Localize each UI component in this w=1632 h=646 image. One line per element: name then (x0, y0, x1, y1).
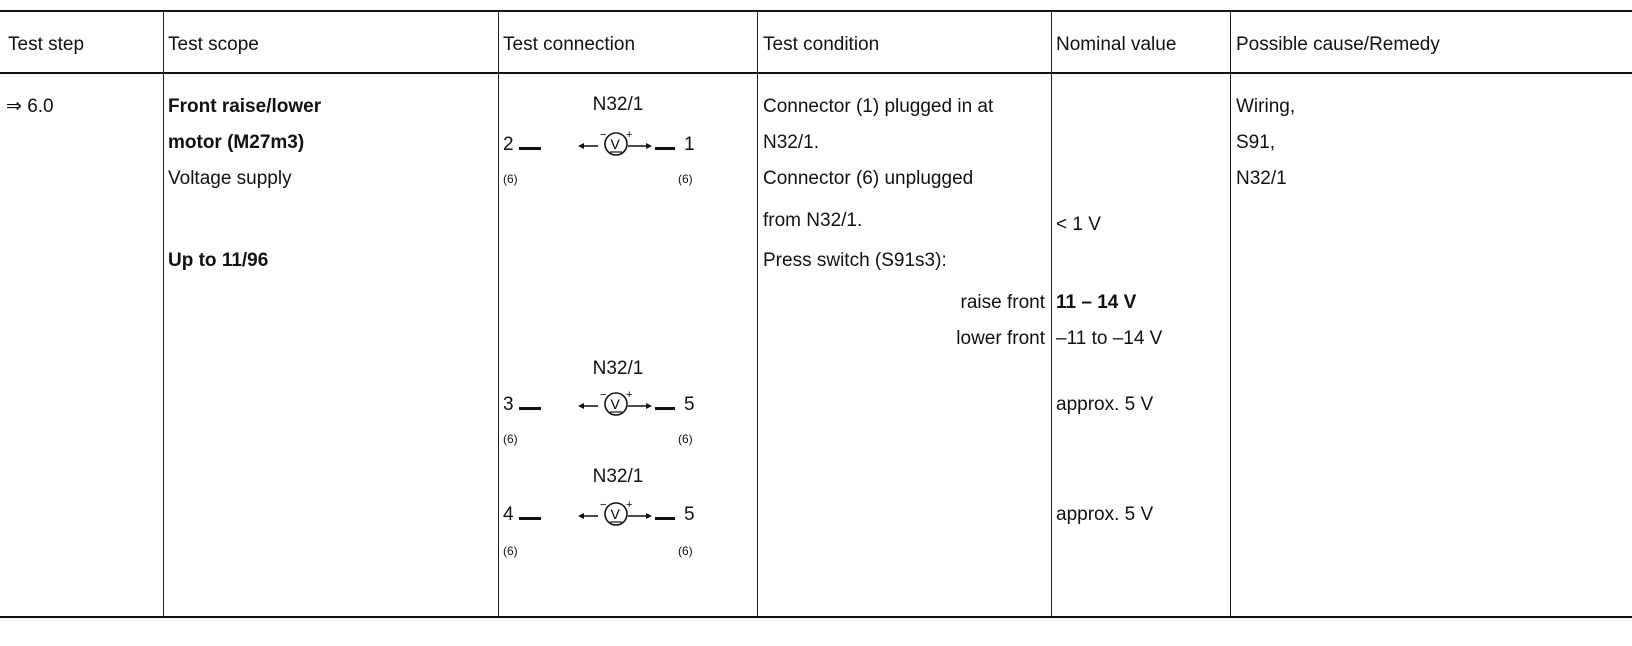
col-divider-2 (498, 12, 499, 616)
connection-2-conn-left: (6) (503, 432, 518, 446)
voltmeter-1-icon: − V + (578, 130, 652, 156)
header-test-condition: Test condition (763, 34, 880, 55)
svg-text:−: − (600, 130, 606, 141)
nominal-value-3: –11 to –14 V (1056, 328, 1163, 349)
scope-title-line1: Front raise/lower (168, 96, 322, 117)
condition-raise-front: raise front (960, 292, 1045, 313)
condition-line-1: Connector (1) plugged in at (763, 96, 994, 117)
svg-text:−: − (600, 390, 606, 401)
header-bottom-rule (0, 72, 1632, 74)
table-bottom-rule (0, 616, 1632, 618)
connection-3-pin-left: 4 (503, 504, 514, 525)
svg-text:−: − (600, 500, 606, 511)
condition-line-4: from N32/1. (763, 210, 863, 231)
nominal-value-5: approx. 5 V (1056, 504, 1154, 525)
connection-1-right-lead (655, 147, 675, 150)
col-divider-5 (1230, 12, 1231, 616)
header-test-scope: Test scope (168, 34, 259, 55)
connection-2-right-lead (655, 407, 675, 410)
col-divider-1 (163, 12, 164, 616)
condition-line-3: Connector (6) unplugged (763, 168, 974, 189)
connection-3-left-lead (519, 517, 541, 520)
nominal-value-1: < 1 V (1056, 214, 1101, 235)
remedy-line-1: Wiring, (1236, 96, 1296, 117)
connection-1-component: N32/1 (592, 94, 644, 115)
connection-2-pin-right: 5 (684, 394, 695, 415)
nominal-value-2: 11 – 14 V (1056, 292, 1137, 313)
svg-text:V: V (611, 396, 621, 412)
connection-2-left-lead (519, 407, 541, 410)
connection-3-component: N32/1 (592, 466, 644, 487)
scope-title-line2: motor (M27m3) (168, 132, 305, 153)
scope-validity: Up to 11/96 (168, 250, 269, 271)
connection-2-pin-left: 3 (503, 394, 514, 415)
col-divider-4 (1051, 12, 1052, 616)
condition-lower-front: lower front (956, 328, 1045, 349)
svg-text:+: + (626, 130, 632, 141)
voltmeter-2-icon: − V + (578, 390, 652, 416)
header-test-step: Test step (8, 34, 85, 55)
test-step-number: ⇒ 6.0 (6, 96, 54, 117)
connection-1-pin-right: 1 (684, 134, 695, 155)
voltmeter-3-icon: − V + (578, 500, 652, 526)
connection-1-pin-left: 2 (503, 134, 514, 155)
connection-3-conn-right: (6) (678, 544, 693, 558)
svg-text:V: V (611, 506, 621, 522)
connection-2-component: N32/1 (592, 358, 644, 379)
scope-voltage-supply: Voltage supply (168, 168, 292, 189)
svg-text:+: + (626, 500, 632, 511)
condition-line-2: N32/1. (763, 132, 819, 153)
nominal-value-4: approx. 5 V (1056, 394, 1154, 415)
connection-3-right-lead (655, 517, 675, 520)
connection-2-conn-right: (6) (678, 432, 693, 446)
svg-text:+: + (626, 390, 632, 401)
remedy-line-3: N32/1 (1236, 168, 1287, 189)
connection-3-conn-left: (6) (503, 544, 518, 558)
connection-1-left-lead (519, 147, 541, 150)
header-possible-cause: Possible cause/Remedy (1236, 34, 1440, 55)
col-divider-3 (757, 12, 758, 616)
connection-3-pin-right: 5 (684, 504, 695, 525)
svg-text:V: V (611, 136, 621, 152)
connection-1-conn-right: (6) (678, 172, 693, 186)
remedy-line-2: S91, (1236, 132, 1276, 153)
table-top-rule (0, 10, 1632, 12)
connection-1-conn-left: (6) (503, 172, 518, 186)
header-nominal-value: Nominal value (1056, 34, 1177, 55)
header-test-connection: Test connection (503, 34, 636, 55)
condition-line-5: Press switch (S91s3): (763, 250, 947, 271)
